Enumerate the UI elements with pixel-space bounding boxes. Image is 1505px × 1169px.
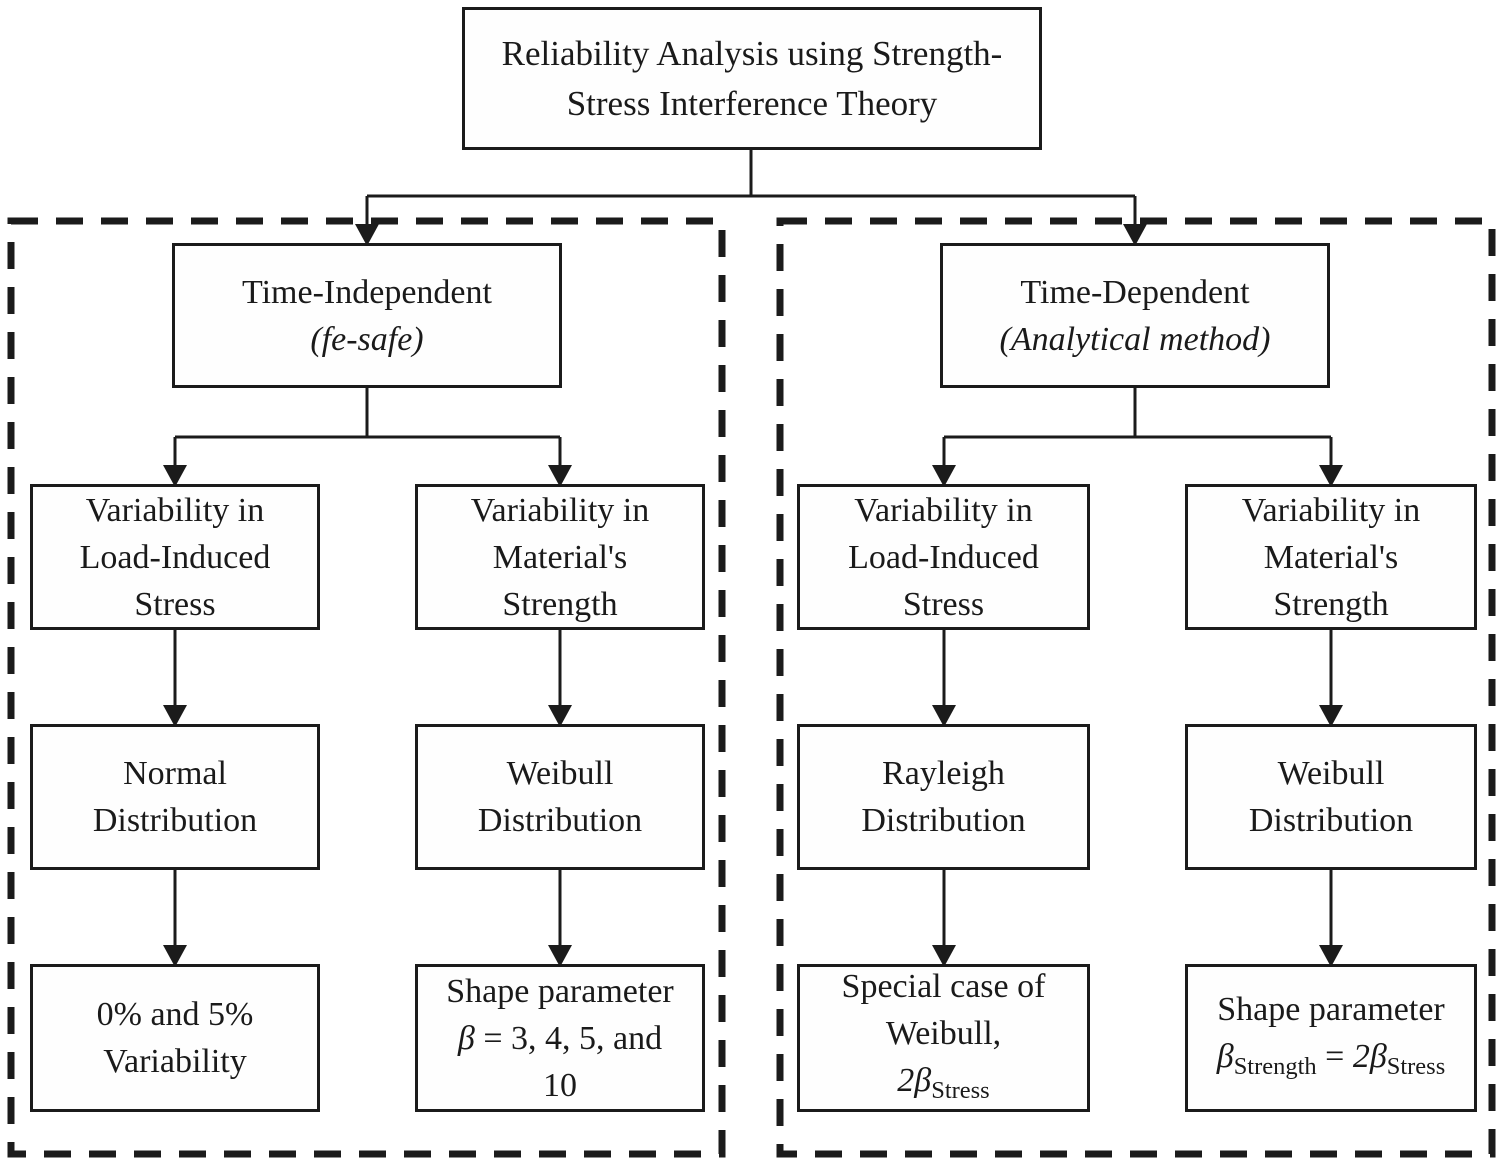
root-node-line1: Reliability Analysis using Strength- <box>501 33 1003 73</box>
text-line: Variability in <box>470 491 650 529</box>
time-independent-box: Time-Independent (fe-safe) <box>172 243 562 388</box>
text-line: Variability in <box>854 491 1033 529</box>
text-line: Distribution <box>477 802 643 839</box>
special-case-weibull-box: Special case of Weibull, 2βStress <box>797 964 1090 1112</box>
text-line: Special case of <box>841 967 1046 1005</box>
stress-subscript: Stress <box>931 1076 990 1104</box>
time-independent-label: Time-Independent <box>242 273 492 311</box>
strength-subscript: Strength <box>1233 1052 1317 1080</box>
text-line: 10 <box>543 1066 577 1104</box>
text-line: 0% and 5% <box>96 996 254 1033</box>
formula-line: 2βStress <box>897 1057 989 1114</box>
two-beta-symbol: 2β <box>897 1061 932 1099</box>
left-load-stress-variability-box: Variability in Load-Induced Stress <box>30 484 320 630</box>
rayleigh-distribution-box: Rayleigh Distribution <box>797 724 1090 870</box>
formula-values: = 3, 4, 5, and <box>474 1019 663 1057</box>
text-line: Weibull, <box>885 1014 1002 1052</box>
connector-lines <box>173 150 1333 948</box>
variability-percent-box: 0% and 5% Variability <box>30 964 320 1112</box>
normal-distribution-box: Normal Distribution <box>30 724 320 870</box>
text-line: Normal <box>123 755 227 792</box>
beta-strength-symbol: β <box>1216 1038 1234 1076</box>
right-dashed-container <box>776 217 1496 1158</box>
left-weibull-distribution-box: Weibull Distribution <box>415 724 705 870</box>
arrowheads <box>163 224 1343 967</box>
fe-safe-label: (fe-safe) <box>310 320 424 358</box>
right-material-strength-variability-box: Variability in Material's Strength <box>1185 484 1477 630</box>
root-node-box: Reliability Analysis using Strength- Str… <box>462 7 1042 150</box>
right-weibull-distribution-box: Weibull Distribution <box>1185 724 1477 870</box>
formula-line: βStrength = 2βStress <box>1217 1033 1445 1090</box>
text-line: Distribution <box>1248 802 1414 839</box>
text-line: Strength <box>502 585 618 623</box>
stress-subscript: Stress <box>1386 1052 1446 1080</box>
root-node-line2: Stress Interference Theory <box>566 83 938 123</box>
left-material-strength-variability-box: Variability in Material's Strength <box>415 484 705 630</box>
time-dependent-box: Time-Dependent (Analytical method) <box>940 243 1330 388</box>
time-dependent-label: Time-Dependent <box>1020 273 1250 311</box>
text-line: Stress <box>134 585 216 623</box>
text-line: Variability in <box>1241 491 1421 529</box>
text-line: Variability <box>103 1043 247 1080</box>
text-line: Weibull <box>1277 755 1385 792</box>
text-line: Rayleigh <box>882 755 1005 792</box>
text-line: Distribution <box>861 802 1026 839</box>
beta-symbol: β <box>457 1019 475 1057</box>
text-line: Load-Induced <box>79 538 271 576</box>
text-line: Strength <box>1273 585 1389 623</box>
left-dashed-container <box>7 217 726 1158</box>
text-line: Weibull <box>506 755 614 792</box>
text-line: Stress <box>902 585 985 623</box>
text-line: Variability in <box>85 491 265 529</box>
equals-sign: = <box>1316 1038 1353 1076</box>
two-beta-stress-symbol: 2β <box>1352 1038 1387 1076</box>
text-line: Material's <box>1263 538 1399 576</box>
text-line: Load-Induced <box>848 538 1039 576</box>
text-line: Material's <box>492 538 628 576</box>
text-line: Shape parameter <box>1217 991 1445 1029</box>
analytical-method-label: (Analytical method) <box>999 320 1271 358</box>
text-line: Shape parameter <box>446 972 674 1010</box>
right-load-stress-variability-box: Variability in Load-Induced Stress <box>797 484 1090 630</box>
text-line: Distribution <box>92 802 258 839</box>
formula-line: β = 3, 4, 5, and <box>458 1015 662 1062</box>
shape-parameter-relation-box: Shape parameter βStrength = 2βStress <box>1185 964 1477 1112</box>
shape-parameter-values-box: Shape parameter β = 3, 4, 5, and 10 <box>415 964 705 1112</box>
